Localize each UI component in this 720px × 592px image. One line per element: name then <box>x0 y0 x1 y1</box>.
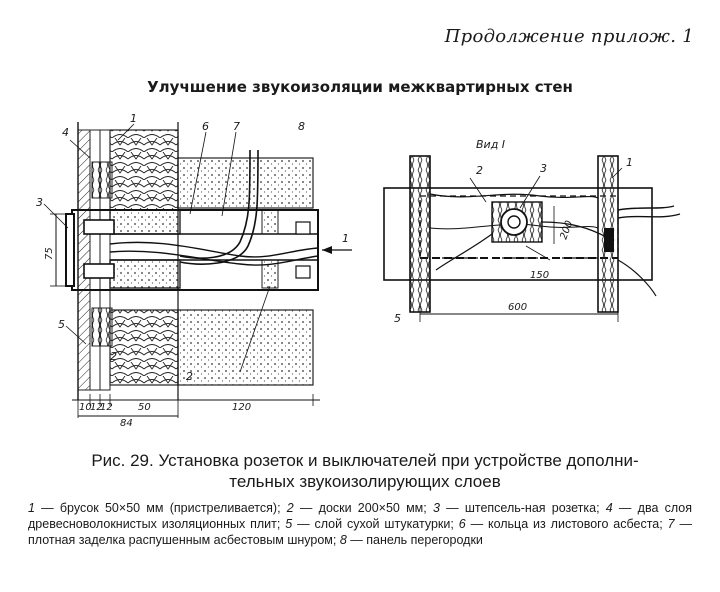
legend-item-number: 5 <box>285 517 293 531</box>
technical-drawing: 1 4 6 7 8 3 1 5 2 2 75 10 12 12 50 120 8… <box>36 112 681 429</box>
legend-item-text: — плотная заделка распушенным асбестовым… <box>28 517 692 547</box>
label-2-left-b: 2 <box>186 370 193 383</box>
legend-item-text: — штепсель-ная розетка; <box>439 501 606 515</box>
legend-item-text: — два слоя древесноволокнистых изоляцион… <box>28 501 693 531</box>
page-header: Продолжение прилож. 1 <box>444 26 694 47</box>
label-7: 7 <box>233 120 240 133</box>
legend-item: 4 — два слоя древесноволокнистых изоляци… <box>28 501 692 531</box>
dim-150: 150 <box>530 270 549 281</box>
view-label: Вид I <box>476 138 505 151</box>
label-8: 8 <box>298 120 305 133</box>
legend-item: 7 — плотная заделка распушенным асбестов… <box>28 517 692 547</box>
label-3-left: 3 <box>36 196 43 209</box>
label-3-right: 3 <box>540 162 547 175</box>
legend-item-number: 6 <box>458 517 466 531</box>
label-1-left: 1 <box>130 112 137 125</box>
caption-line-2: тельных звукоизолирующих слоев <box>229 472 501 491</box>
label-2-left-a: 2 <box>110 350 117 363</box>
dim-12b: 12 <box>100 402 113 413</box>
dim-84: 84 <box>120 418 133 429</box>
legend-item-text: — кольца из листового асбеста; <box>465 517 668 531</box>
figure-legend: 1 — брусок 50×50 мм (пристреливается); 2… <box>28 500 692 548</box>
legend-item: 5 — слой сухой штукатурки; <box>285 517 458 531</box>
dim-10: 10 <box>79 402 92 413</box>
legend-item: 2 — доски 200×50 мм; <box>287 501 433 515</box>
legend-item-text: — панель перегородки <box>346 533 483 547</box>
legend-item-text: — доски 200×50 мм; <box>293 501 433 515</box>
legend-item-text: — брусок 50×50 мм (пристреливается); <box>34 501 287 515</box>
label-5-left: 5 <box>58 318 65 331</box>
legend-item-number: 3 <box>432 501 440 515</box>
section-view <box>43 122 352 418</box>
legend-item: 1 — брусок 50×50 мм (пристреливается); <box>28 501 287 515</box>
legend-item-number: 7 <box>667 517 675 531</box>
dim-50: 50 <box>138 402 151 413</box>
elevation-view <box>383 155 681 322</box>
label-view-arrow: 1 <box>342 232 349 245</box>
label-4: 4 <box>62 126 69 139</box>
dim-600: 600 <box>508 302 527 313</box>
label-6: 6 <box>202 120 209 133</box>
label-2-right: 2 <box>476 164 483 177</box>
dim-120: 120 <box>232 402 251 413</box>
legend-item-number: 1 <box>28 501 35 515</box>
legend-item: 3 — штепсель-ная розетка; <box>433 501 606 515</box>
legend-item-number: 4 <box>605 501 613 515</box>
figure-caption: Рис. 29. Установка розеток и выключателе… <box>30 450 700 492</box>
dim-75: 75 <box>44 247 55 260</box>
label-5-right: 5 <box>394 312 401 325</box>
legend-item: 8 — панель перегородки <box>340 533 483 547</box>
label-1-right: 1 <box>626 156 633 169</box>
legend-item-text: — слой сухой штукатурки; <box>292 517 459 531</box>
dim-12a: 12 <box>90 402 103 413</box>
legend-item-number: 2 <box>286 501 294 515</box>
legend-item-number: 8 <box>339 533 347 547</box>
legend-item: 6 — кольца из листового асбеста; <box>459 517 668 531</box>
section-title: Улучшение звукоизоляции межквартирных ст… <box>147 78 573 96</box>
caption-line-1: Рис. 29. Установка розеток и выключателе… <box>91 451 639 470</box>
